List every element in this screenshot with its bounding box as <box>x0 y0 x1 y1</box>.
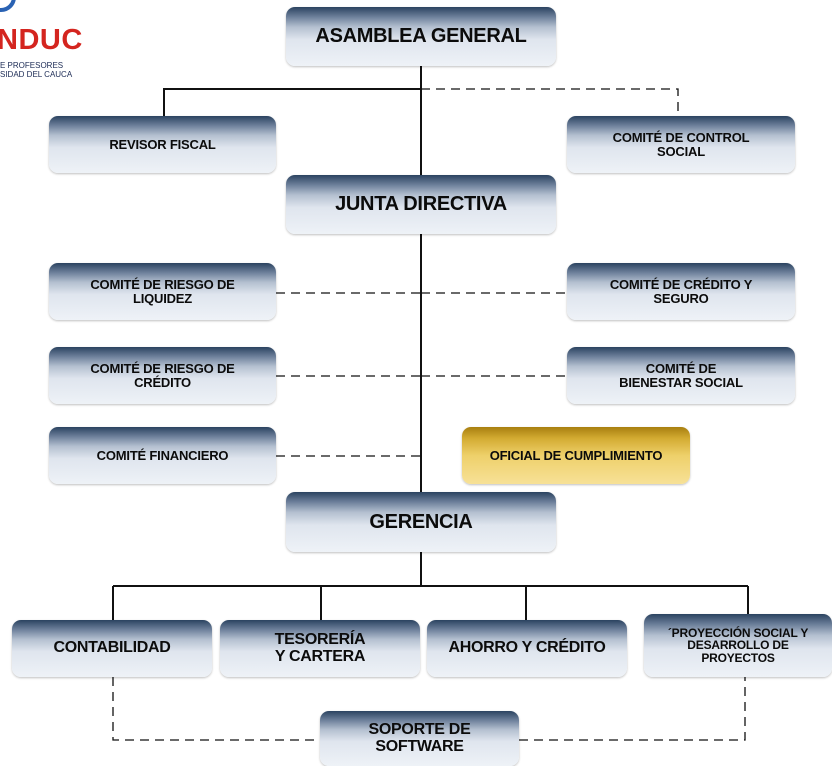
connector-soporte-right <box>519 677 746 741</box>
node-comite-riesgo-liquidez: COMITÉ DE RIESGO DE LIQUIDEZ <box>49 263 276 320</box>
node-tesoreria-cartera: TESORERÍA Y CARTERA <box>220 620 420 677</box>
node-comite-control-social: COMITÉ DE CONTROL SOCIAL <box>567 116 795 173</box>
node-proyeccion-social: ´PROYECCIÓN SOCIAL Y DESARROLLO DE PROYE… <box>644 614 832 677</box>
organization-logo: NDUC E PROFESORES SIDAD DEL CAUCA <box>0 0 110 85</box>
node-gerencia: GERENCIA <box>286 492 556 552</box>
node-soporte-software: SOPORTE DE SOFTWARE <box>320 711 519 766</box>
connector-revisor <box>163 88 421 117</box>
node-junta-directiva: JUNTA DIRECTIVA <box>286 175 556 234</box>
logo-subtitle-line1: E PROFESORES <box>0 61 64 70</box>
logo-ring-icon <box>0 0 16 12</box>
node-asamblea-general: ASAMBLEA GENERAL <box>286 7 556 66</box>
node-revisor-fiscal: REVISOR FISCAL <box>49 116 276 173</box>
node-comite-credito-seguro: COMITÉ DE CRÉDITO Y SEGURO <box>567 263 795 320</box>
node-comite-financiero: COMITÉ FINANCIERO <box>49 427 276 484</box>
logo-name: NDUC <box>0 24 83 56</box>
connector-control-social <box>421 88 679 117</box>
connector-soporte-left <box>112 677 321 741</box>
node-oficial-cumplimiento: OFICIAL DE CUMPLIMIENTO <box>462 427 690 484</box>
logo-subtitle-line2: SIDAD DEL CAUCA <box>0 70 73 79</box>
node-contabilidad: CONTABILIDAD <box>12 620 212 677</box>
node-ahorro-credito: AHORRO Y CRÉDITO <box>427 620 627 677</box>
node-comite-riesgo-credito: COMITÉ DE RIESGO DE CRÉDITO <box>49 347 276 404</box>
node-comite-bienestar-social: COMITÉ DE BIENESTAR SOCIAL <box>567 347 795 404</box>
